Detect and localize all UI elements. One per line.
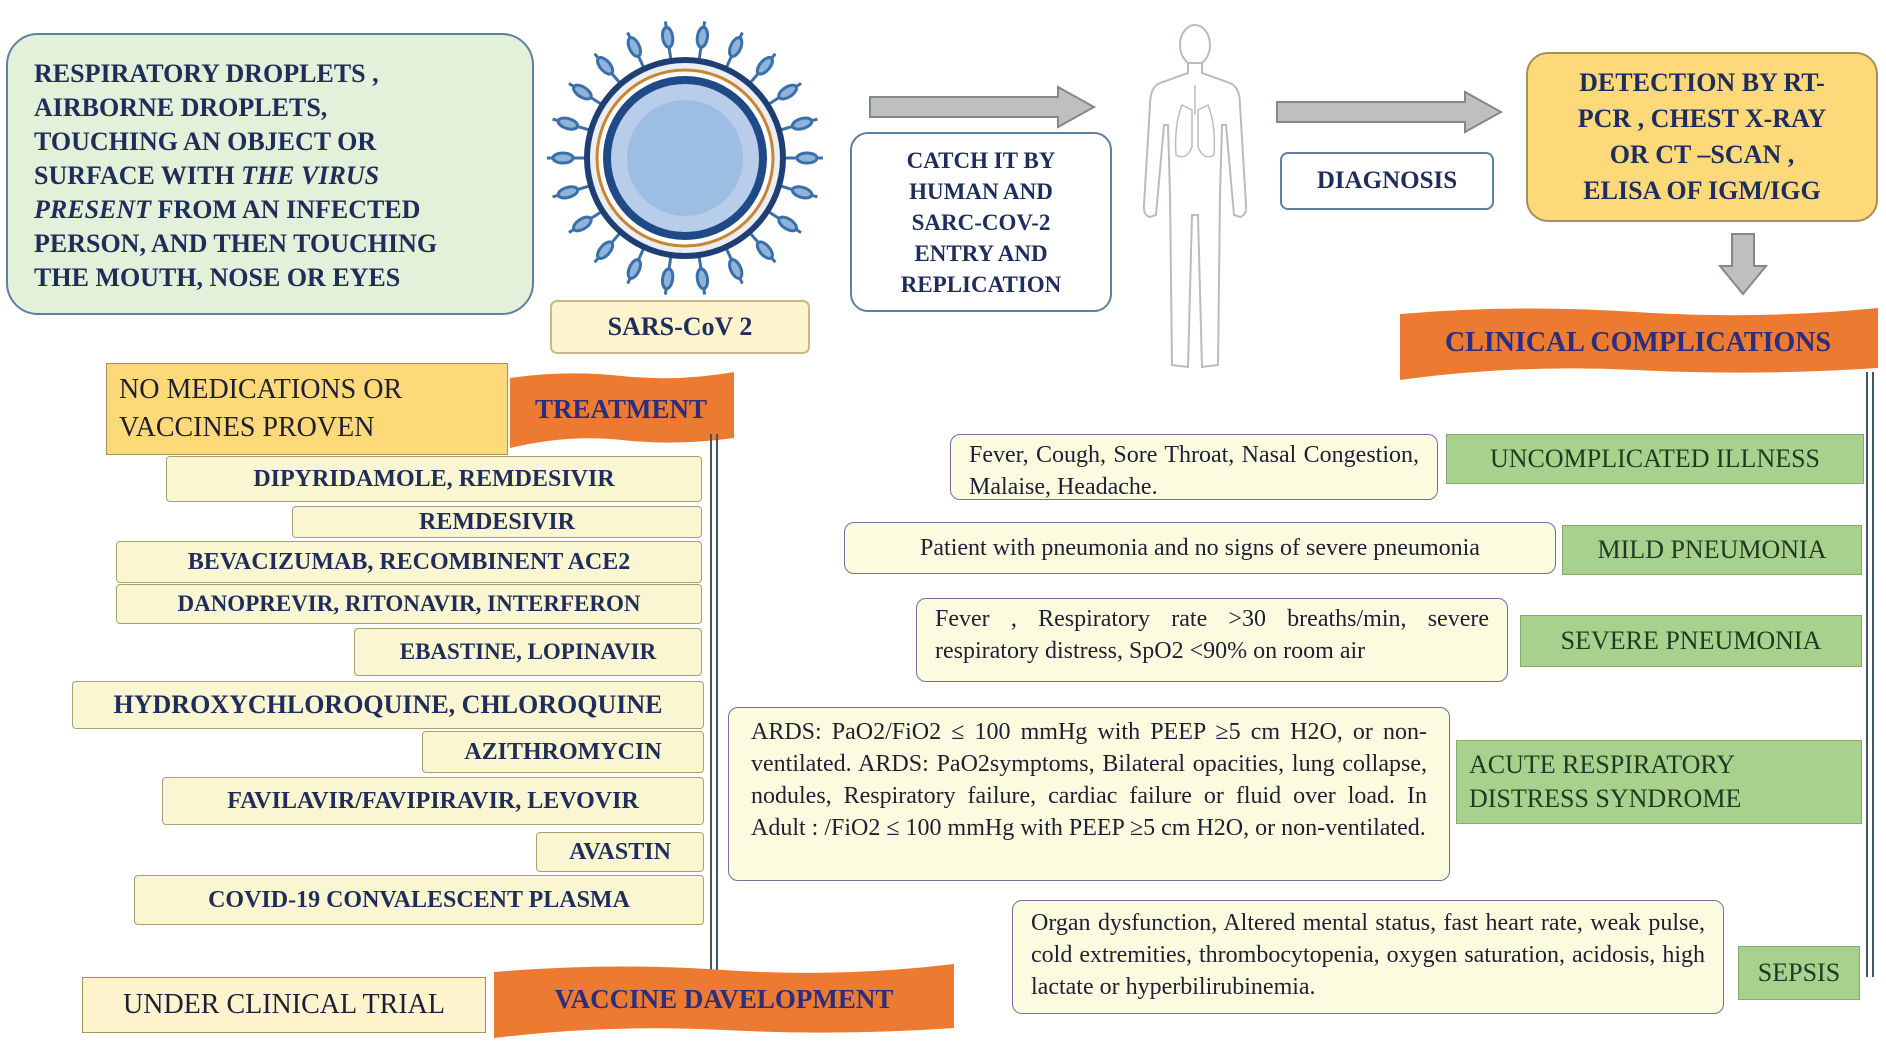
treatment-item-1: DIPYRIDAMOLE, REMDESIVIR [166, 456, 702, 502]
detection-line-4: ELISA OF IGM/IGG [1583, 176, 1821, 205]
human-body-icon [1142, 24, 1248, 369]
treatment-item-4: DANOPREVIR, RITONAVIR, INTERFERON [116, 584, 702, 624]
virus-spike-head [572, 83, 593, 101]
virus-spike-head [596, 56, 615, 76]
complication-uncomplicated-illness: UNCOMPLICATED ILLNESS [1446, 434, 1864, 484]
virus-spike-head [728, 258, 744, 280]
virus-spike-head [695, 267, 710, 291]
transmission-line-6: PERSON, AND THEN TOUCHING [34, 229, 438, 258]
transmission-line-4a: SURFACE WITH [34, 161, 235, 190]
virus-spike-head [755, 240, 774, 260]
complications-banner-shape [1400, 308, 1878, 380]
virus-spike-head [626, 258, 642, 280]
virus-spike-head [551, 151, 575, 165]
detection-line-2: PCR , CHEST X-RAY [1577, 104, 1827, 133]
treatment-banner-shape [510, 372, 734, 448]
virus-spike-head [556, 185, 580, 200]
vaccine-status: UNDER CLINICAL TRIAL [82, 977, 486, 1033]
treatment-item-3: BEVACIZUMAB, RECOMBINENT ACE2 [116, 541, 702, 583]
entry-line-3: SARC-COV-2 [911, 209, 1051, 235]
treatment-title: TREATMENT [534, 393, 708, 424]
virus-spike-head [556, 116, 580, 131]
complication-ards: ACUTE RESPIRATORY DISTRESS SYNDROME [1456, 740, 1862, 824]
treatment-item-10: COVID-19 CONVALESCENT PLASMA [134, 875, 704, 925]
transmission-line-1: RESPIRATORY DROPLETS , [34, 59, 379, 88]
entry-line-4: ENTRY AND [914, 240, 1048, 266]
vaccine-banner-shape [494, 964, 954, 1038]
virus-spike-head [572, 215, 593, 233]
virus-spike-head [777, 83, 798, 101]
arrow-down-icon [1718, 233, 1768, 296]
entry-line-2: HUMAN AND [909, 178, 1053, 204]
ards-name: ACUTE RESPIRATORY DISTRESS SYNDROME [1469, 750, 1742, 813]
treatment-item-5: EBASTINE, LOPINAVIR [354, 628, 702, 676]
virus-spike-head [790, 116, 814, 131]
virus-spike-head [660, 267, 675, 291]
entry-box: CATCH IT BY HUMAN AND SARC-COV-2 ENTRY A… [850, 132, 1112, 312]
complications-pole [1866, 372, 1874, 977]
diagnosis-box: DIAGNOSIS [1280, 152, 1494, 210]
virus-label: SARS-CoV 2 [550, 300, 810, 354]
complication-severe-pneumonia: SEVERE PNEUMONIA [1520, 615, 1862, 667]
transmission-line-5b: FROM AN INFECTED [157, 195, 421, 224]
complication-desc-mild-pneumonia: Patient with pneumonia and no signs of s… [844, 522, 1556, 574]
vaccine-title: VACCINE DAVELOPMENT [554, 983, 894, 1014]
treatment-pole [710, 434, 718, 992]
treatment-note-line-1: NO MEDICATIONS OR [119, 374, 403, 405]
entry-line-1: CATCH IT BY [906, 147, 1056, 173]
transmission-line-5a: PRESENT [34, 195, 152, 224]
complication-desc-ards: ARDS: PaO2/FiO2 ≤ 100 mmHg with PEEP ≥5 … [728, 707, 1450, 881]
virus-spike-head [755, 56, 774, 76]
complication-mild-pneumonia: MILD PNEUMONIA [1562, 525, 1862, 575]
transmission-line-2: AIRBORNE DROPLETS, [34, 93, 328, 122]
virus-spike-head [795, 151, 819, 165]
treatment-item-7: AZITHROMYCIN [422, 731, 704, 773]
virus-spike-head [660, 25, 675, 49]
virus-spike-head [626, 36, 642, 58]
treatment-item-2: REMDESIVIR [292, 506, 702, 538]
arrow-right-icon [869, 85, 1097, 129]
complication-sepsis: SEPSIS [1738, 946, 1860, 1000]
detection-line-1: DETECTION BY RT- [1579, 68, 1825, 97]
treatment-note: NO MEDICATIONS OR VACCINES PROVEN [106, 363, 508, 455]
arrow-right-icon [1276, 90, 1504, 134]
complication-desc-uncomplicated: Fever, Cough, Sore Throat, Nasal Congest… [950, 434, 1438, 500]
entry-line-5: REPLICATION [900, 271, 1062, 297]
detection-line-3: OR CT –SCAN , [1609, 140, 1795, 169]
virus-spike-head [596, 240, 615, 260]
complication-desc-sepsis: Organ dysfunction, Altered mental status… [1012, 900, 1724, 1014]
virus-icon [547, 21, 823, 295]
complication-desc-severe-pneumonia: Fever , Respiratory rate >30 breaths/min… [916, 598, 1508, 682]
detection-box: DETECTION BY RT- PCR , CHEST X-RAY OR CT… [1526, 52, 1878, 222]
virus-spike-head [695, 25, 710, 49]
complications-title: CLINICAL COMPLICATIONS [1444, 327, 1832, 358]
treatment-note-line-2: VACCINES PROVEN [119, 412, 375, 443]
treatment-item-9: AVASTIN [536, 832, 704, 872]
transmission-line-4b: THE VIRUS [241, 161, 380, 190]
virus-spike-head [728, 36, 744, 58]
transmission-line-7: THE MOUTH, NOSE OR EYES [34, 263, 401, 292]
transmission-line-3: TOUCHING AN OBJECT OR [34, 127, 377, 156]
treatment-item-8: FAVILAVIR/FAVIPIRAVIR, LEVOVIR [162, 777, 704, 825]
transmission-box: RESPIRATORY DROPLETS , AIRBORNE DROPLETS… [6, 33, 534, 315]
treatment-item-6: HYDROXYCHLOROQUINE, CHLOROQUINE [72, 681, 704, 729]
virus-spike-head [790, 185, 814, 200]
virus-spike-head [777, 215, 798, 233]
